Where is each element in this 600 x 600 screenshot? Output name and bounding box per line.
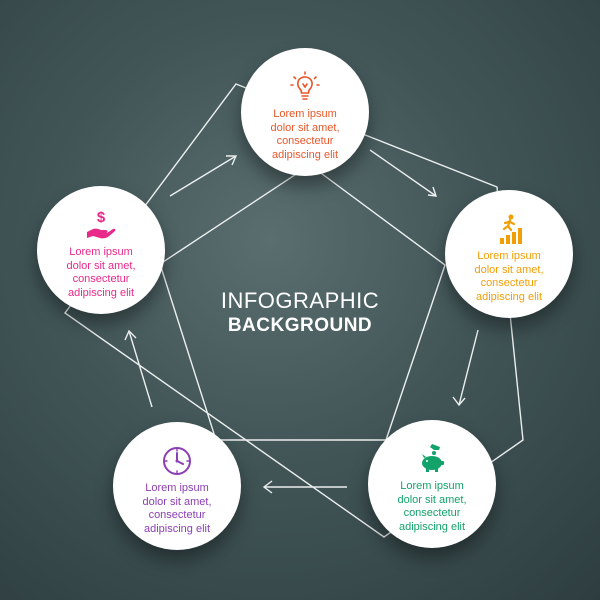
arrow-bottom-left (262, 480, 347, 494)
growth-chart-runner-icon (500, 214, 522, 244)
step-node-top: Lorem ipsum dolor sit amet, consectetur … (241, 48, 369, 176)
center-title: INFOGRAPHIC BACKGROUND (150, 288, 450, 338)
text-line: adipiscing elit (475, 290, 543, 303)
step-text-bottom-left: Lorem ipsum dolor sit amet, consectetur … (129, 482, 225, 536)
text-line: dolor sit amet, (66, 259, 136, 272)
arrow-top-left (169, 155, 238, 197)
arrow-top-right (369, 149, 438, 197)
text-line: adipiscing elit (67, 286, 135, 299)
text-line: consectetur (148, 509, 206, 521)
text-line: Lorem ipsum (477, 250, 541, 262)
text-line: Lorem ipsum (273, 108, 337, 120)
title-line-2: BACKGROUND (227, 315, 373, 336)
text-line: adipiscing elit (143, 522, 211, 535)
arrow-right-down (452, 329, 479, 407)
lightbulb-icon (290, 71, 320, 100)
text-line: dolor sit amet, (142, 495, 212, 508)
text-line: Lorem ipsum (145, 482, 209, 494)
text-line: consectetur (276, 135, 334, 147)
step-node-right: Lorem ipsum dolor sit amet, consectetur … (445, 190, 573, 318)
piggy-bank-icon (422, 444, 444, 472)
step-text-left: Lorem ipsum dolor sit amet, consectetur … (53, 246, 149, 300)
svg-text:$: $ (97, 209, 106, 226)
step-text-top: Lorem ipsum dolor sit amet, consectetur … (257, 108, 353, 162)
step-node-bottom-right: Lorem ipsum dolor sit amet, consectetur … (368, 420, 496, 548)
text-line: adipiscing elit (271, 148, 339, 161)
step-text-bottom-right: Lorem ipsum dolor sit amet, consectetur … (384, 480, 480, 534)
arrow-left-up (124, 329, 153, 408)
text-line: consectetur (480, 277, 538, 289)
step-text-right: Lorem ipsum dolor sit amet, consectetur … (461, 250, 557, 304)
inner-pentagon (159, 164, 446, 441)
text-line: adipiscing elit (398, 520, 466, 533)
text-line: consectetur (72, 273, 130, 285)
text-line: Lorem ipsum (69, 246, 133, 258)
step-node-left: $ Lorem ipsum dolor sit amet, consectetu… (37, 186, 165, 314)
hand-dollar-icon: $ (87, 209, 116, 239)
step-node-bottom-left: Lorem ipsum dolor sit amet, consectetur … (113, 422, 241, 550)
text-line: dolor sit amet, (474, 263, 544, 276)
title-line-1: INFOGRAPHIC (220, 288, 380, 313)
text-line: consectetur (403, 507, 461, 519)
text-line: dolor sit amet, (397, 493, 467, 506)
text-line: dolor sit amet, (270, 121, 340, 134)
text-line: Lorem ipsum (400, 480, 464, 492)
clock-icon (163, 447, 191, 475)
